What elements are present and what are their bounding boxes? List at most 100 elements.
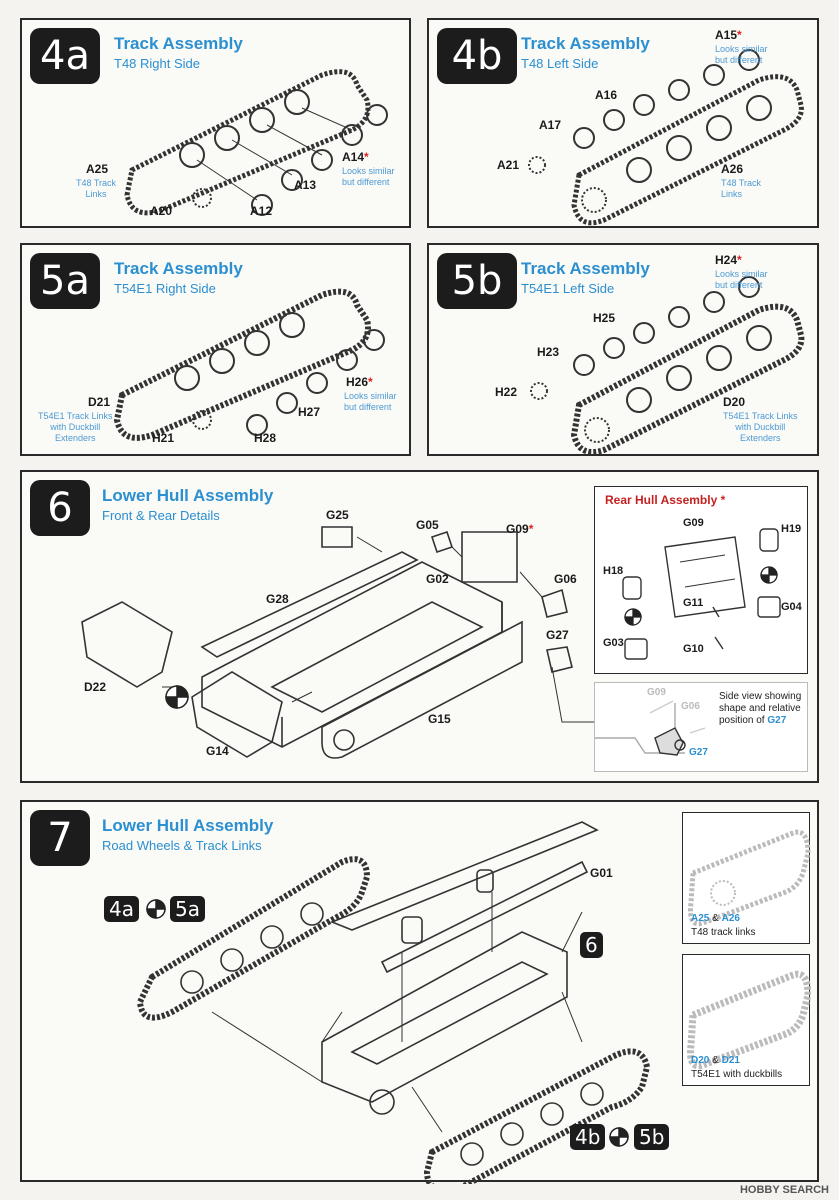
part-label-h23: H23: [537, 345, 560, 359]
step-5b-subtitle: T54E1 Left Side: [521, 281, 615, 296]
step-4a-title: Track Assembly: [114, 34, 243, 53]
step-4b-title: Track Assembly: [521, 34, 650, 53]
part-note-a25: T48 Track Links: [76, 178, 117, 199]
part-label-h22: H22: [495, 385, 518, 399]
red-star-icon: *: [737, 253, 742, 267]
ref-badge-5a: 5a: [170, 896, 205, 922]
rear-hull-title: Rear Hull Assembly *: [605, 493, 725, 507]
part-label-a21: A21: [497, 158, 520, 172]
part-label-g28: G28: [266, 592, 289, 606]
part-label-a14-text: A14: [342, 150, 365, 164]
ref-badge-5b: 5b: [634, 1124, 670, 1150]
step-badge-4a: 4a: [30, 28, 100, 84]
part-label-h24: H24*: [715, 253, 742, 267]
part-note-a26: T48 Track Links: [721, 178, 762, 199]
step-badge-5a: 5a: [30, 253, 100, 309]
part-label-a20: A20: [150, 204, 173, 218]
inset-a26: A26: [721, 913, 740, 924]
step-6-title-block: Lower Hull Assembly Front & Rear Details: [102, 486, 273, 523]
step-4b-subtitle: T48 Left Side: [521, 56, 599, 71]
cement-icon-d22: [165, 685, 189, 709]
part-label-a14: A14*: [342, 150, 369, 164]
part-note-h26: Looks similar but different: [344, 391, 397, 412]
inset-d21: D21: [721, 1055, 740, 1066]
step-5a-title: Track Assembly: [114, 259, 243, 278]
part-note-h24: Looks similar but different: [715, 269, 768, 290]
step-badge-5b: 5b: [437, 253, 517, 309]
side-view-text-3: position of G27: [719, 715, 786, 726]
step-4a-panel: 4a Track Assembly T48 Right Side A25 T48…: [20, 18, 411, 228]
t48-inset-label: A25 & A26: [691, 913, 740, 924]
inset-amp-2: &: [709, 1055, 722, 1066]
rear-label-g03: G03: [603, 637, 624, 649]
step-7-panel: 7 Lower Hull Assembly Road Wheels & Trac…: [20, 800, 819, 1184]
part-label-g14: G14: [206, 744, 229, 758]
and-icon-bottom: [609, 1127, 629, 1147]
part-label-a12: A12: [250, 204, 273, 218]
side-label-g06: G06: [681, 701, 700, 712]
part-note-a15: Looks similar but different: [715, 44, 768, 65]
t54e1-inset-label: D20 & D21: [691, 1055, 740, 1066]
part-label-h26-text: H26: [346, 375, 369, 389]
t48-inset-text: T48 track links: [691, 927, 756, 938]
part-label-a13: A13: [294, 178, 317, 192]
inset-d20: D20: [691, 1055, 710, 1066]
side-view-text-1: Side view showing: [719, 691, 802, 702]
part-label-g27: G27: [546, 628, 569, 642]
part-label-g09: G09*: [506, 522, 533, 536]
step-6-subtitle: Front & Rear Details: [102, 508, 220, 523]
part-label-a17: A17: [539, 118, 562, 132]
part-label-h21: H21: [152, 431, 175, 445]
side-label-g27: G27: [689, 747, 708, 758]
red-star-icon: *: [528, 522, 534, 536]
step-4b-title-block: Track Assembly T48 Left Side: [521, 34, 650, 71]
lower-hull-7-illustration: [136, 821, 651, 1184]
part-label-d21: D21: [88, 395, 111, 409]
step-4a-subtitle: T48 Right Side: [114, 56, 200, 71]
part-note-d21: T54E1 Track Links with Duckbill Extender…: [38, 411, 113, 443]
track-links-t48-inset: A25 & A26 T48 track links: [682, 812, 811, 944]
part-note-d20: T54E1 Track Links with Duckbill Extender…: [723, 411, 798, 443]
step-5a-panel: 5a Track Assembly T54E1 Right Side D21 T…: [20, 243, 411, 456]
rear-label-g09: G09: [683, 517, 704, 529]
track-4b-illustration: [528, 49, 804, 226]
step-6-title: Lower Hull Assembly: [102, 486, 274, 505]
step-badge-7: 7: [30, 810, 90, 866]
part-label-h26: H26*: [346, 375, 373, 389]
part-label-d22: D22: [84, 680, 107, 694]
part-note-a14: Looks similar but different: [342, 166, 395, 187]
ref-badge-4b: 4b: [570, 1124, 606, 1150]
side-view-illustration: [595, 700, 706, 756]
red-star-icon: *: [364, 150, 369, 164]
red-star-icon: *: [737, 28, 742, 42]
side-view-text-3a: position of: [719, 715, 768, 726]
part-label-h24-text: H24: [715, 253, 738, 267]
side-label-g09: G09: [647, 687, 666, 698]
rear-label-g10: G10: [683, 643, 704, 655]
step-badge-6: 6: [30, 480, 90, 536]
part-label-a15: A15*: [715, 28, 742, 42]
step-5a-subtitle: T54E1 Right Side: [114, 281, 216, 296]
part-label-h28: H28: [254, 431, 277, 445]
part-label-h25: H25: [593, 311, 616, 325]
part-label-g25: G25: [326, 508, 349, 522]
track-links-t54e1-inset: D20 & D21 T54E1 with duckbills: [682, 954, 811, 1086]
part-label-g01: G01: [590, 866, 613, 880]
part-label-d20: D20: [723, 395, 746, 409]
rear-label-g11: G11: [683, 597, 704, 609]
lower-hull-6-illustration: [81, 526, 597, 759]
side-view-text-3b: G27: [767, 715, 787, 726]
track-4a-illustration: [124, 69, 388, 216]
side-view-text-2: shape and relative: [719, 703, 801, 714]
part-label-a25: A25: [86, 162, 109, 176]
step-4b-panel: 4b Track Assembly T48 Left Side A15* Loo…: [427, 18, 819, 228]
step-5b-panel: 5b Track Assembly T54E1 Left Side H24* L…: [427, 243, 819, 456]
rear-label-h19: H19: [781, 523, 802, 535]
rear-hull-illustration: [622, 528, 781, 660]
step-badge-4b: 4b: [437, 28, 517, 84]
side-view-inset: G09 G06 G27 Side view showing shape and …: [594, 682, 808, 772]
step-5b-title-block: Track Assembly T54E1 Left Side: [521, 259, 650, 296]
rear-label-h18: H18: [603, 565, 624, 577]
part-label-g02: G02: [426, 572, 449, 586]
rear-hull-title-text: Rear Hull Assembly: [605, 493, 718, 507]
